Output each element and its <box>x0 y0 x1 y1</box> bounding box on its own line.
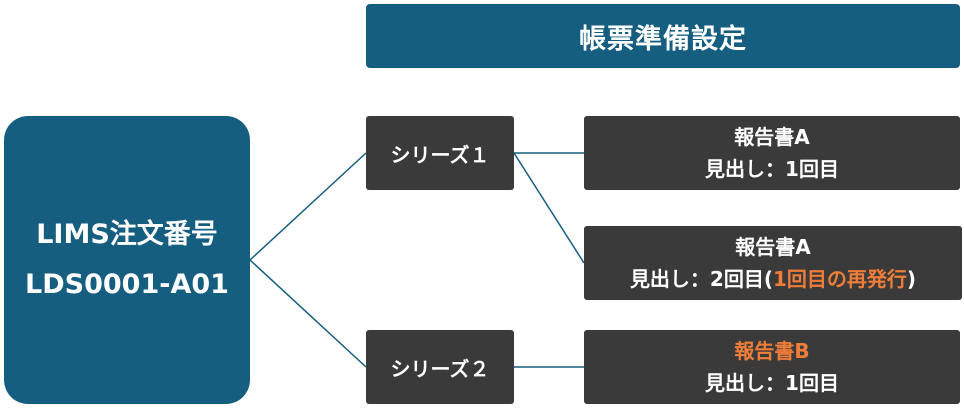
report-title-3: 報告書B <box>734 339 810 363</box>
order-number-box: LIMS注文番号 LDS0001-A01 <box>4 116 250 404</box>
report-box-2: 報告書A 見出し：2回目(1回目の再発行) <box>584 226 962 300</box>
report-heading-2-highlight: 1回目の再発行 <box>773 267 907 291</box>
report-heading-2-suffix: ) <box>906 267 917 291</box>
series-label-1: シリーズ１ <box>390 142 490 167</box>
series-box-1: シリーズ１ <box>366 116 514 190</box>
order-number-label: LIMS注文番号 <box>36 219 218 250</box>
report-heading-2: 見出し：2回目(1回目の再発行) <box>630 263 916 295</box>
report-heading-3: 見出し：1回目 <box>705 371 839 395</box>
series-box-2: シリーズ２ <box>366 330 514 404</box>
report-heading-2-prefix: 見出し：2回目( <box>629 267 773 291</box>
connector-order-series2 <box>249 259 367 368</box>
report-title-2: 報告書A <box>735 235 811 259</box>
report-title-1: 報告書A <box>734 125 810 149</box>
series-label-2: シリーズ２ <box>390 356 490 381</box>
report-box-3: 報告書B 見出し：1回目 <box>584 330 960 404</box>
report-box-1: 報告書A 見出し：1回目 <box>584 116 960 190</box>
header-title: 帳票準備設定 <box>579 23 747 55</box>
order-number-value: LDS0001-A01 <box>25 269 229 300</box>
report-heading-1: 見出し：1回目 <box>705 157 839 181</box>
connector-series1-report2 <box>513 152 585 264</box>
connector-order-series1 <box>249 152 367 261</box>
header-title-box: 帳票準備設定 <box>366 4 960 68</box>
